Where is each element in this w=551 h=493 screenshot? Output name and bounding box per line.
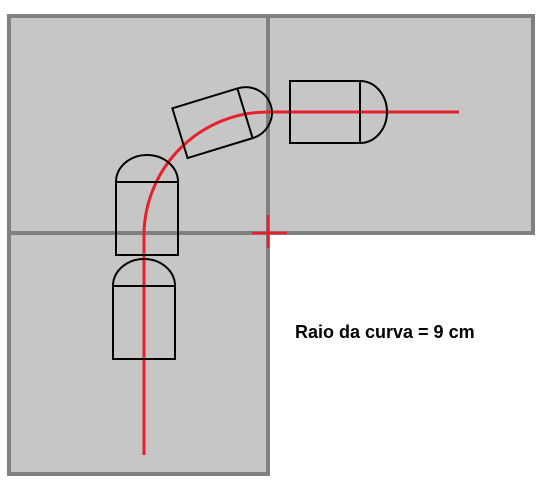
vehicle-horizontal — [289, 80, 388, 144]
vehicle-upper-straight — [115, 154, 179, 256]
vehicle-lower-straight — [112, 258, 176, 360]
panel-grid — [7, 14, 535, 476]
panel-top-left — [7, 14, 270, 235]
panel-top-right — [266, 14, 535, 235]
vehicle-curve — [171, 86, 273, 160]
curve-radius-caption: Raio da curva = 9 cm — [295, 322, 475, 342]
track-line — [142, 110, 459, 455]
curve-center-mark — [252, 215, 287, 248]
panel-bottom-left — [7, 231, 270, 476]
